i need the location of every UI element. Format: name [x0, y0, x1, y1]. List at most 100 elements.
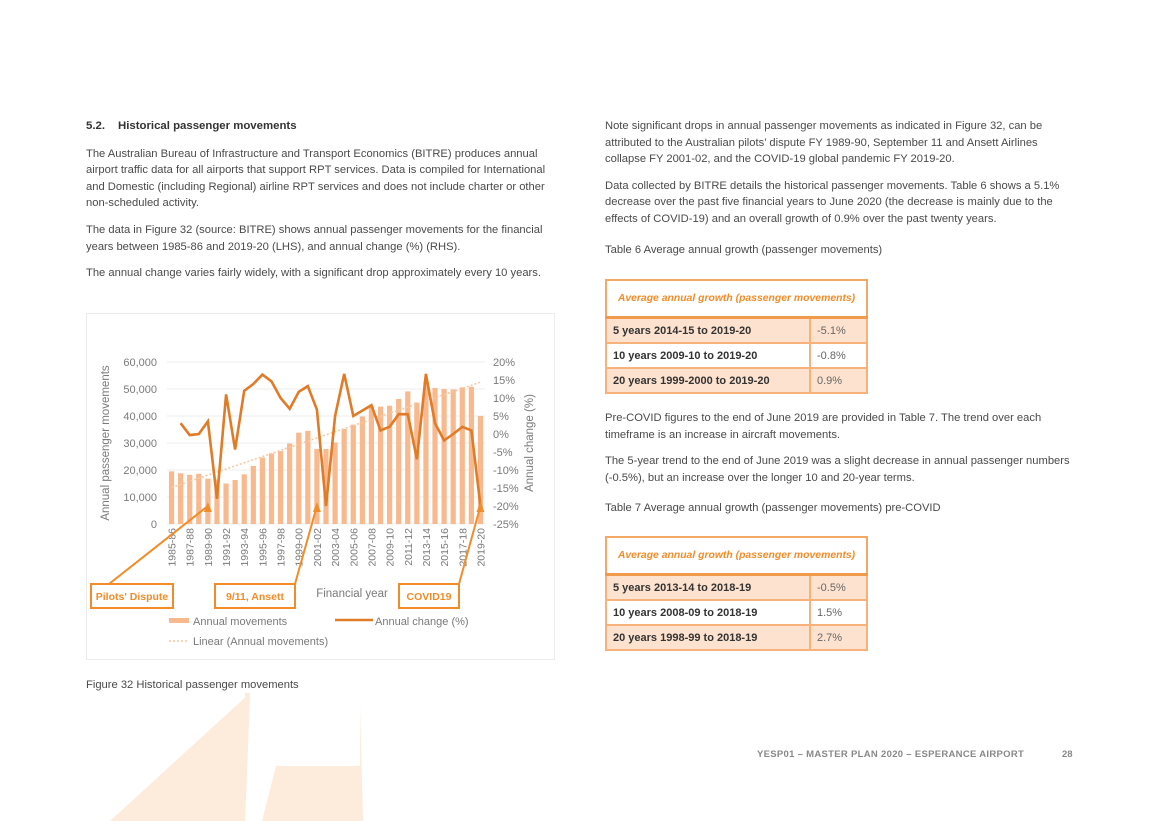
x-tick-label: 2019-20	[475, 528, 487, 567]
bar	[468, 386, 474, 524]
arrowhead-icon	[476, 502, 485, 512]
x-tick-label: 2011-12	[403, 528, 415, 566]
bar	[277, 451, 284, 524]
x-tick-label: 1999-00	[294, 528, 306, 567]
table6: Average annual growth (passenger movemen…	[605, 279, 868, 394]
right-column: Note significant drops in annual passeng…	[605, 118, 1075, 276]
y-tick-label: 20,000	[123, 465, 157, 477]
bar	[305, 430, 311, 524]
x-tick-label: 1987-88	[185, 528, 197, 567]
bar	[168, 471, 175, 524]
annotation-arrow	[294, 505, 318, 585]
paragraph: The annual change varies fairly widely, …	[86, 267, 541, 280]
bar	[359, 416, 365, 524]
x-tick-label: 1993-94	[239, 528, 251, 567]
paragraph: Data collected by BITRE details the hist…	[605, 179, 1060, 225]
y-tick-label: 10,000	[123, 492, 157, 504]
bar	[214, 479, 220, 524]
legend-swatch-bars	[169, 618, 189, 623]
y2-tick-label: -5%	[493, 447, 513, 459]
bar	[268, 453, 275, 524]
bar	[187, 474, 193, 524]
y2-tick-label: 20%	[493, 357, 515, 369]
bar	[432, 387, 438, 524]
bar	[332, 442, 338, 524]
arrowhead-icon	[312, 502, 321, 512]
middle-right-text: Pre-COVID figures to the end of June 201…	[605, 410, 1075, 527]
bar	[223, 483, 229, 524]
y-tick-label: 30,000	[123, 438, 157, 450]
annotation-label: 9/11, Ansett	[226, 591, 284, 603]
x-tick-label: 2007-08	[366, 528, 378, 567]
annotation-box	[90, 583, 174, 609]
legend-label: Linear (Annual movements)	[193, 636, 328, 648]
bar	[296, 432, 302, 524]
bar	[341, 428, 347, 524]
bar	[450, 389, 456, 524]
x-tick-label: 2003-04	[330, 528, 342, 567]
y-axis-title: Annual passenger movements	[100, 365, 112, 521]
paragraph: Note significant drops in annual passeng…	[605, 120, 1043, 166]
table7: Average annual growth (passenger movemen…	[605, 536, 868, 651]
bar	[287, 443, 293, 524]
page-number: 28	[1062, 749, 1073, 760]
y-tick-label: 50,000	[123, 384, 157, 396]
y2-axis-title: Annual change (%)	[524, 394, 536, 492]
table-row: 10 years 2009-10 to 2019-20-0.8%	[605, 342, 868, 369]
left-column: 5.2.Historical passenger movements The A…	[86, 118, 556, 292]
bar	[250, 465, 256, 524]
table6-header: Average annual growth (passenger movemen…	[605, 279, 868, 319]
legend-label: Annual change (%)	[375, 616, 469, 628]
paragraph: Pre-COVID figures to the end of June 201…	[605, 412, 1042, 441]
bar	[241, 474, 247, 524]
y-tick-label: 60,000	[123, 357, 157, 369]
figure-caption: Figure 32 Historical passenger movements	[86, 679, 299, 691]
annotation-arrow	[458, 505, 482, 585]
y2-tick-label: 10%	[493, 393, 515, 405]
y2-tick-label: -20%	[493, 501, 519, 513]
y-tick-label: 40,000	[123, 411, 157, 423]
x-tick-label: 1985-86	[167, 528, 179, 567]
bar	[350, 424, 356, 524]
footer-text: YESP01 – MASTER PLAN 2020 – ESPERANCE AI…	[757, 749, 1025, 760]
annotation-label: COVID19	[407, 591, 452, 603]
bar	[314, 448, 320, 524]
y2-tick-label: 5%	[493, 411, 509, 423]
y2-tick-label: 0%	[493, 429, 509, 441]
bar	[232, 479, 238, 524]
x-tick-label: 2005-06	[348, 528, 360, 567]
chart-svg: 010,00020,00030,00040,00050,00060,000-25…	[90, 357, 536, 648]
table7-caption: Table 7 Average annual growth (passenger…	[605, 502, 941, 515]
table-row: 5 years 2013-14 to 2018-19-0.5%	[605, 573, 868, 601]
table6-caption: Table 6 Average annual growth (passenger…	[605, 243, 883, 256]
paragraph: The Australian Bureau of Infrastructure …	[86, 147, 546, 210]
bar	[414, 402, 420, 524]
x-tick-label: 2013-14	[421, 528, 433, 567]
paragraph: The 5-year trend to the end of June 2019…	[605, 455, 1070, 484]
bar	[477, 416, 484, 524]
table7-header: Average annual growth (passenger movemen…	[605, 536, 868, 576]
legend-label: Annual movements	[193, 616, 288, 628]
x-tick-label: 2009-10	[385, 528, 397, 567]
annual-change-line	[179, 372, 482, 507]
x-tick-label: 1995-96	[257, 528, 269, 567]
x-tick-label: 2017-18	[457, 528, 469, 567]
annotation-box	[214, 583, 296, 609]
annotation-box	[398, 583, 460, 609]
bar	[387, 405, 393, 524]
table-row: 5 years 2014-15 to 2019-20-5.1%	[605, 316, 868, 344]
bar	[178, 473, 184, 524]
bar	[377, 406, 384, 524]
bar	[196, 473, 202, 524]
x-tick-label: 2015-16	[439, 528, 451, 567]
bar	[459, 387, 465, 524]
x-tick-label: 1997-98	[276, 528, 288, 567]
x-tick-label: 1991-92	[221, 528, 233, 567]
bar	[323, 448, 329, 524]
y2-tick-label: -15%	[493, 483, 519, 495]
bar	[405, 391, 411, 524]
x-tick-label: 1989-90	[203, 528, 215, 567]
bar	[259, 457, 265, 524]
